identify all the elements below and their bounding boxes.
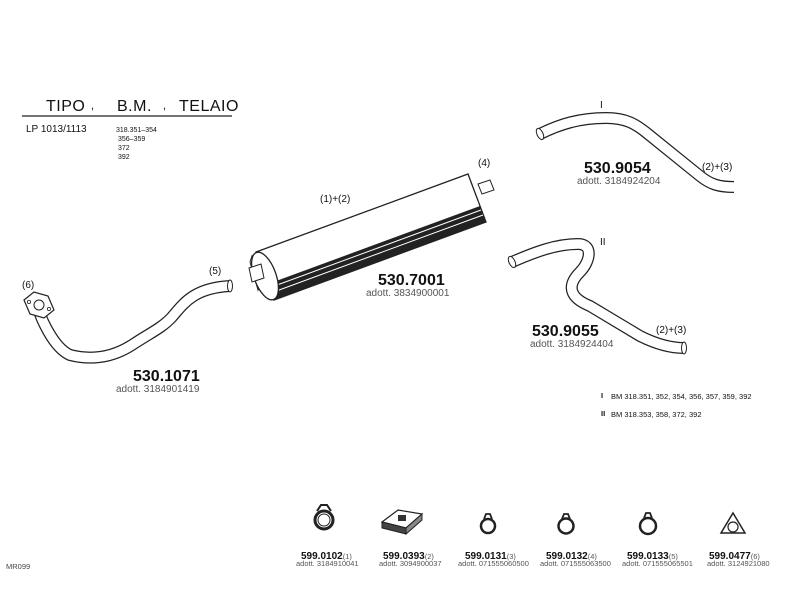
accessory-code: 599.0477: [709, 551, 751, 562]
accessory-ref: adott. 3124921080: [707, 559, 770, 568]
accessory-ref: adott. 3184910041: [296, 559, 359, 568]
gasket-icon: [719, 511, 747, 534]
tipo-value: LP 1013/1113: [26, 124, 87, 135]
accessory-number: (1): [342, 552, 352, 561]
callout-muffler-top: (1)+(2): [320, 194, 351, 205]
part-code-tail-pipe-2: 530.9055: [532, 323, 599, 340]
table-header-separator: ,: [163, 100, 167, 112]
accessory-item: 599.0132(4): [546, 546, 597, 564]
accessory-code: 599.0131: [465, 551, 507, 562]
callout-muffler-end: (4): [478, 158, 491, 169]
table-header-separator: ,: [91, 100, 95, 112]
accessory-item: 599.0393(2): [383, 546, 434, 564]
table-header-tipo: TIPO: [46, 98, 86, 115]
accessory-item: 599.0477(6): [709, 546, 760, 564]
rubber-mount-icon: [380, 509, 424, 536]
callout-pipe-end: (5): [209, 266, 222, 277]
accessory-ref: adott. 071555060500: [458, 559, 529, 568]
part-ref-tail-pipe-1: adott. 3184924204: [577, 176, 661, 187]
drawing-code: MR099: [6, 562, 31, 571]
accessory-number: (6): [750, 552, 760, 561]
clamp-icon: [479, 513, 497, 535]
accessory-ref: adott. 3094900037: [379, 559, 442, 568]
part-code-front-pipe: 530.1071: [133, 368, 200, 385]
tail-pipe-1-drawing: [535, 111, 735, 193]
bm-value: 356–359: [118, 136, 146, 143]
accessory-item: 599.0131(3): [465, 546, 516, 564]
accessory-number: (5): [668, 552, 678, 561]
accessory-item: 599.0133(5): [627, 546, 678, 564]
accessory-code: 599.0393: [383, 551, 425, 562]
legend-text-ii: BM 318.353, 358, 372, 392: [611, 410, 702, 419]
part-ref-muffler: adott. 3834900001: [366, 288, 450, 299]
accessory-ref: adott. 071555065501: [622, 559, 693, 568]
bm-value: 392: [118, 154, 130, 161]
accessory-number: (2): [424, 552, 434, 561]
legend-roman-ii: II: [601, 409, 606, 418]
table-header-bm: B.M.: [117, 98, 152, 115]
accessory-ref: adott. 071555063500: [540, 559, 611, 568]
accessory-code: 599.0133: [627, 551, 669, 562]
variant-label-i: I: [600, 100, 603, 111]
legend-roman-i: I: [601, 391, 604, 400]
part-ref-tail-pipe-2: adott. 3184924404: [530, 339, 614, 350]
part-code-muffler: 530.7001: [378, 272, 445, 289]
accessory-number: (3): [506, 552, 516, 561]
part-code-tail-pipe-1: 530.9054: [584, 160, 651, 177]
accessory-code: 599.0102: [301, 551, 343, 562]
part-ref-front-pipe: adott. 3184901419: [116, 384, 200, 395]
callout-flange: (6): [22, 280, 35, 291]
clamp-icon: [638, 512, 658, 536]
legend-text-i: BM 318.351, 352, 354, 356, 357, 359, 392: [611, 392, 752, 401]
accessory-code: 599.0132: [546, 551, 588, 562]
front-pipe-drawing: [23, 279, 233, 364]
variant-label-ii: II: [600, 237, 606, 248]
callout-tail-pipe-1: (2)+(3): [702, 162, 733, 173]
tail-pipe-2-drawing: [507, 237, 687, 355]
accessory-item: 599.0102(1): [301, 546, 352, 564]
muffler-drawing: [248, 173, 495, 301]
callout-tail-pipe-2: (2)+(3): [656, 325, 687, 336]
table-header-telaio: TELAIO: [179, 98, 239, 115]
clamp-icon: [557, 513, 575, 535]
bm-value: 372: [118, 145, 130, 152]
clamp-icon: [313, 504, 335, 531]
bm-value: 318.351–354: [116, 127, 157, 134]
accessory-number: (4): [587, 552, 597, 561]
